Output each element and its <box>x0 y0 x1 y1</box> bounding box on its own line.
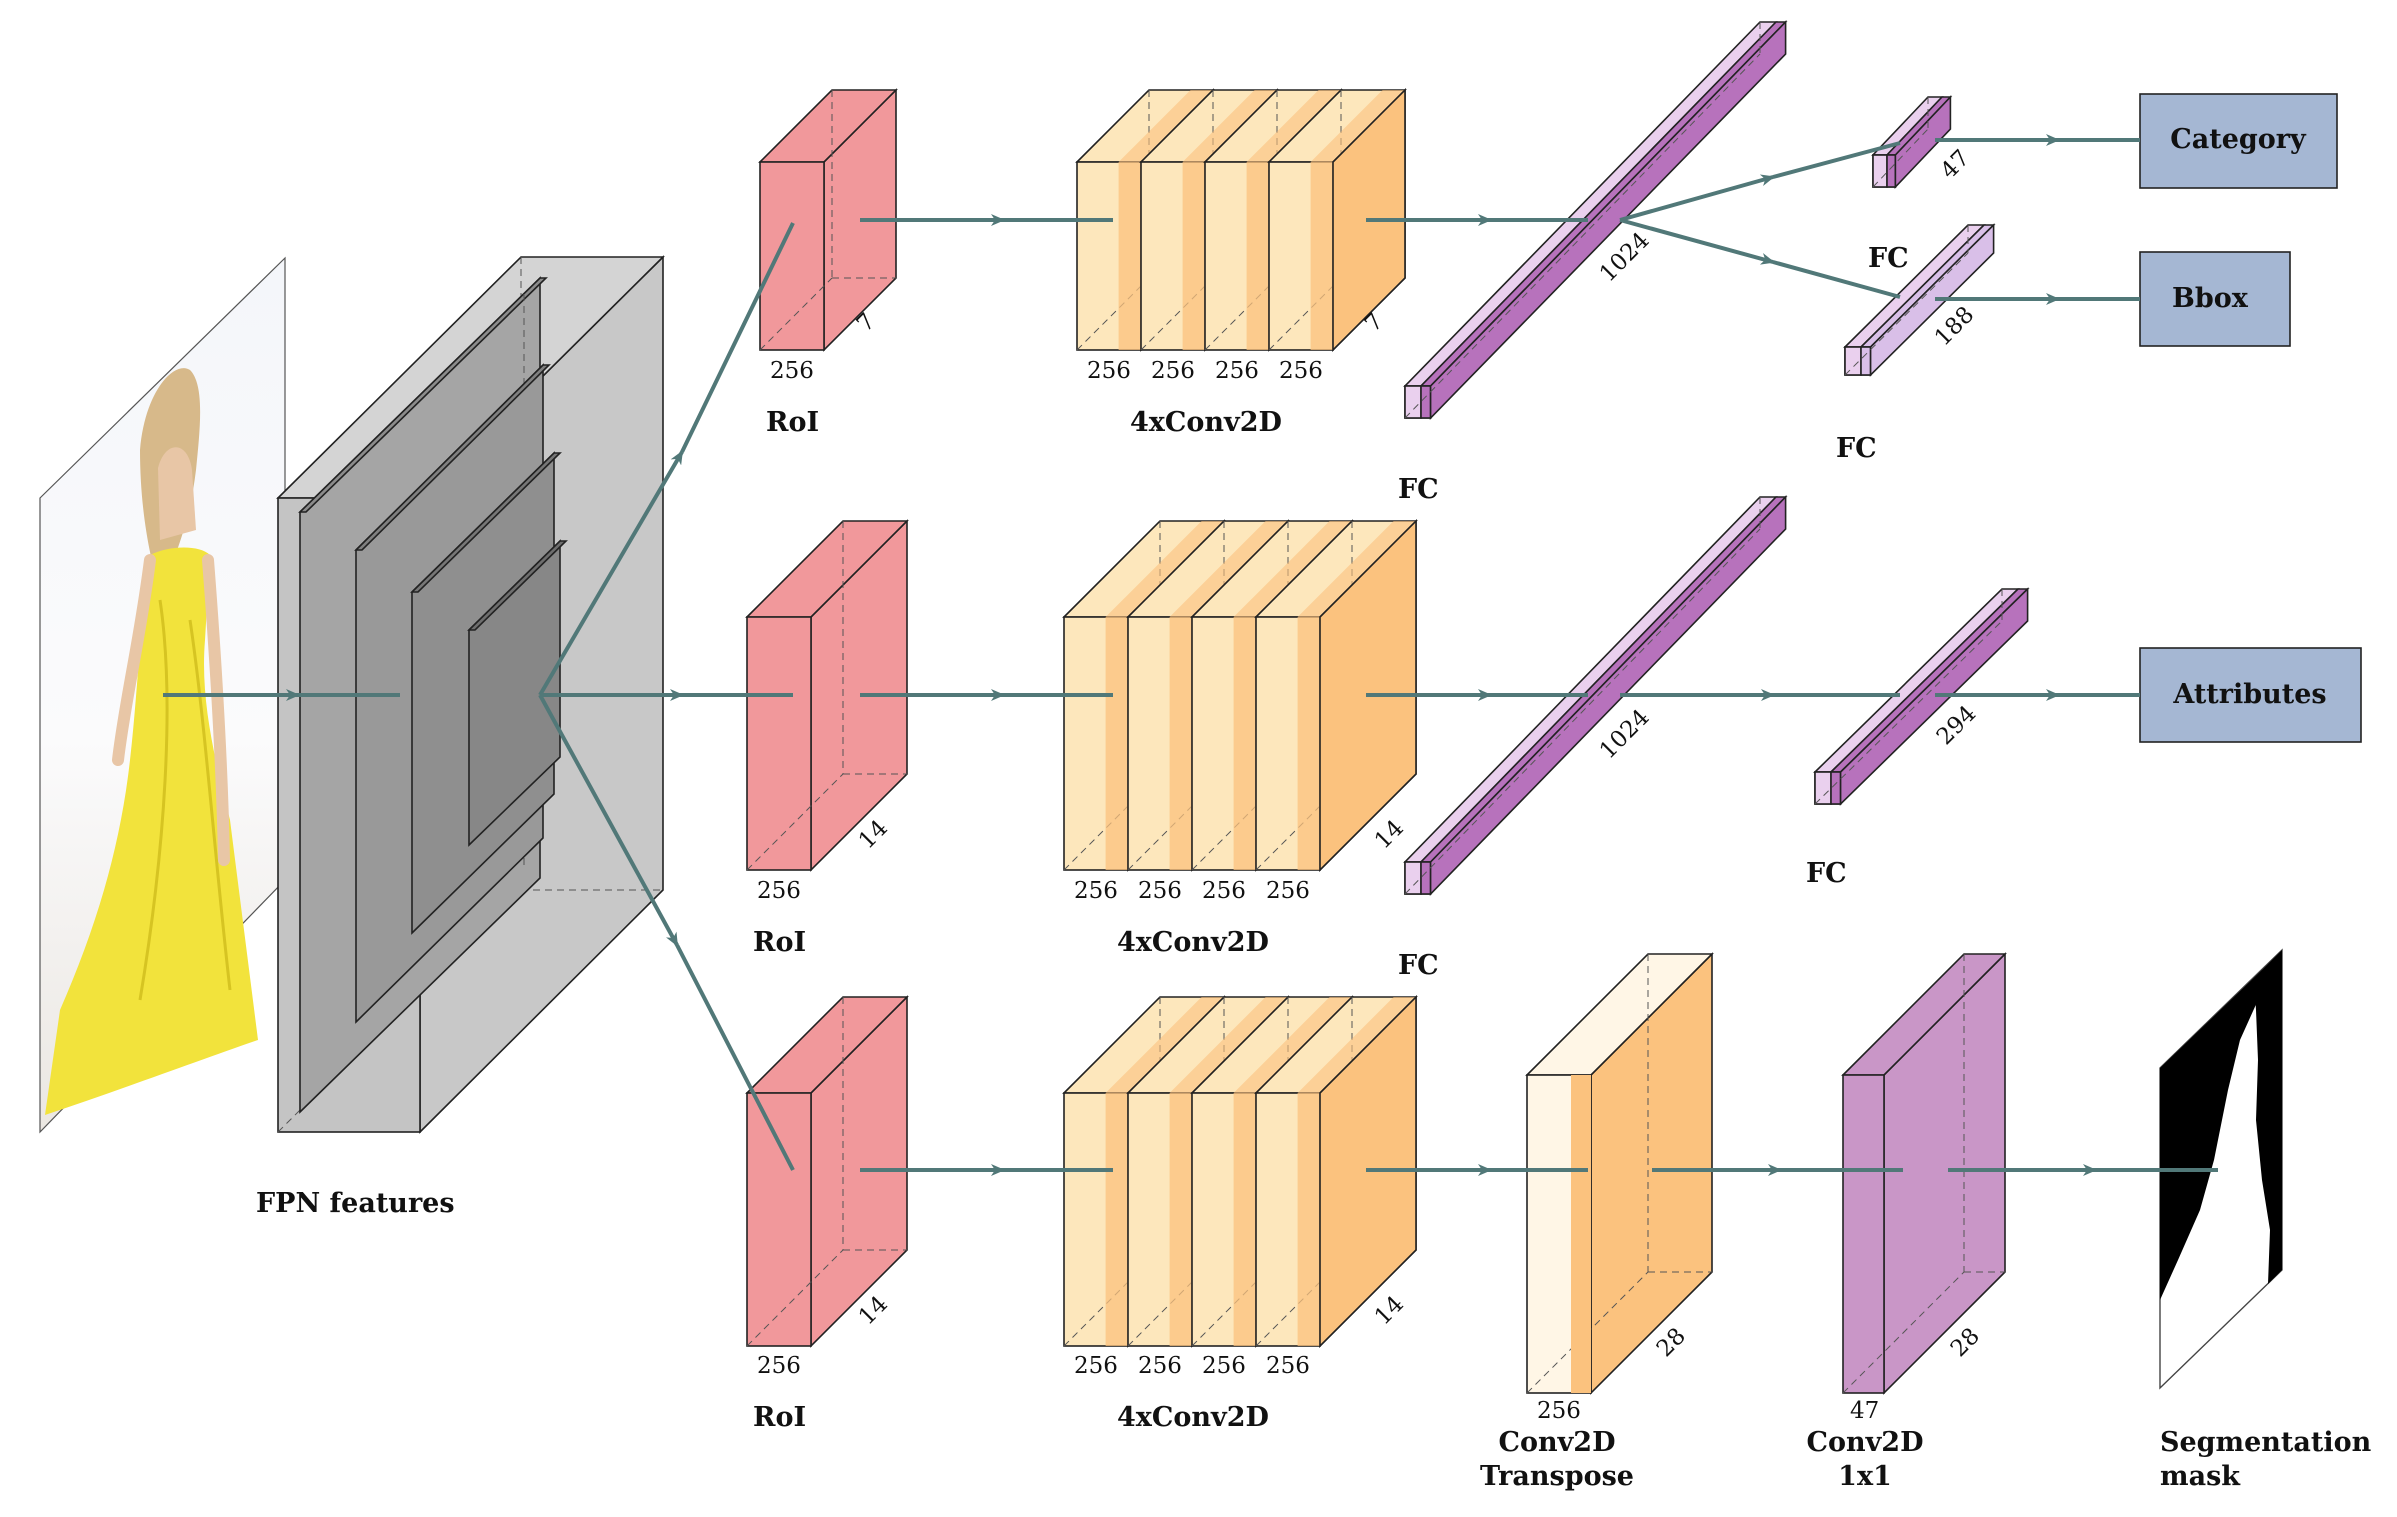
conv-block-2-slice-top-shade-3 <box>1233 521 1352 617</box>
conv-transpose-label-2: Transpose <box>1480 1461 1634 1492</box>
conv-block-1-slice-top-shade-3 <box>1246 90 1341 162</box>
ct-depth: 256 <box>1537 1398 1581 1424</box>
conv-transpose-shade <box>1571 1075 1591 1393</box>
conv-block-3-slice-top-shade-3 <box>1233 997 1352 1093</box>
conv-label-1: 4xConv2D <box>1130 407 1282 438</box>
roi-block-2 <box>745 519 909 872</box>
fc-bar-2 <box>1403 495 1788 896</box>
fc-label-1c: FC <box>1836 433 1877 464</box>
attributes-box: Attributes <box>2139 647 2362 743</box>
conv-label-2: 4xConv2D <box>1117 927 1269 958</box>
ct-width: 28 <box>1652 1323 1691 1362</box>
conv-block-2-slice-shade-1 <box>1105 617 1128 870</box>
conv-block-2-slice-top-shade-2 <box>1169 521 1288 617</box>
conv-block-3-slice-top-shade-4 <box>1297 997 1416 1093</box>
fc-label-1a: FC <box>1398 474 1439 505</box>
conv3-d4: 256 <box>1266 1353 1310 1379</box>
conv1-d1: 256 <box>1087 358 1131 384</box>
conv-block-3-slice-top-shade-2 <box>1169 997 1288 1093</box>
conv3-d2: 256 <box>1138 1353 1182 1379</box>
roi-label-1: RoI <box>766 407 819 438</box>
conv2-width: 14 <box>1370 815 1409 854</box>
fc-label-2b: FC <box>1806 858 1847 889</box>
conv-block-3-slice-shade-3 <box>1233 1093 1256 1346</box>
input-image <box>39 256 286 1134</box>
segmentation-mask <box>2159 948 2283 1390</box>
fc-bar-2b <box>1813 587 2030 806</box>
roi3-depth: 256 <box>757 1353 801 1379</box>
conv-block-1-slice-shade-4 <box>1310 162 1333 350</box>
conv-block-1-slice-top-shade-4 <box>1310 90 1405 162</box>
conv-block-3-slice-shade-2 <box>1169 1093 1192 1346</box>
conv1-d2: 256 <box>1151 358 1195 384</box>
conv-block-1-slice-shade-1 <box>1118 162 1141 350</box>
conv2-d4: 256 <box>1266 878 1310 904</box>
roi-block-3 <box>745 995 909 1348</box>
conv1-d3: 256 <box>1215 358 1259 384</box>
fc-bar-1c <box>1843 223 1996 377</box>
conv2-d1: 256 <box>1074 878 1118 904</box>
roi2-depth: 256 <box>757 878 801 904</box>
roi-block-1 <box>758 88 898 352</box>
conv-block-1-slice-shade-2 <box>1182 162 1205 350</box>
conv2-d3: 256 <box>1202 878 1246 904</box>
conv-block-2-slice-top-shade-4 <box>1297 521 1416 617</box>
category-label: Category <box>2170 124 2307 155</box>
conv1-d4: 256 <box>1279 358 1323 384</box>
seg-label-1: Segmentation <box>2160 1427 2372 1458</box>
c11-depth: 47 <box>1850 1398 1879 1424</box>
conv3-d1: 256 <box>1074 1353 1118 1379</box>
roi-label-2: RoI <box>753 927 806 958</box>
conv-block-3-slice-top-shade-1 <box>1105 997 1224 1093</box>
conv-block-1-slice-shade-3 <box>1246 162 1269 350</box>
roi-label-3: RoI <box>753 1402 806 1433</box>
layer-labels: RoI 4xConv2D FC FC FC RoI 4xConv2D FC FC… <box>753 243 2372 1492</box>
photo-icon <box>45 368 258 1115</box>
conv-transpose-label-1: Conv2D <box>1498 1427 1615 1458</box>
connections <box>163 134 2218 1176</box>
fc-bar-1b <box>1871 94 1953 190</box>
conv3-d3: 256 <box>1202 1353 1246 1379</box>
conv1x1-label-1: Conv2D <box>1806 1427 1923 1458</box>
conv2-d2: 256 <box>1138 878 1182 904</box>
conv-block-1-slice-top-shade-2 <box>1182 90 1277 162</box>
fc-label-1b: FC <box>1868 243 1909 274</box>
fc1b-dim: 47 <box>1936 145 1975 184</box>
category-box: Category <box>2139 93 2338 189</box>
conv-block-2-slice-shade-4 <box>1297 617 1320 870</box>
seg-label-2: mask <box>2160 1461 2241 1492</box>
fc-bar-1 <box>1403 20 1788 420</box>
c11-width: 28 <box>1946 1323 1985 1362</box>
conv1x1-label-2: 1x1 <box>1838 1461 1892 1492</box>
conv-transpose-block <box>1525 952 1714 1395</box>
conv-block-3-slice-shade-4 <box>1297 1093 1320 1346</box>
fc-label-2a: FC <box>1398 950 1439 981</box>
conv-block-2-slice-top-shade-1 <box>1105 521 1224 617</box>
conv3-width: 14 <box>1370 1291 1409 1330</box>
conv-label-3: 4xConv2D <box>1117 1402 1269 1433</box>
mask-icon <box>2160 950 2282 1300</box>
conv1x1-block <box>1841 952 2007 1395</box>
bbox-box: Bbox <box>2139 251 2291 347</box>
conv-block-3-slice-shade-1 <box>1105 1093 1128 1346</box>
conv-block-2-slice-shade-2 <box>1169 617 1192 870</box>
fpn-label: FPN features <box>256 1188 455 1219</box>
attributes-label: Attributes <box>2172 679 2326 710</box>
conv-block-1-slice-top-shade-1 <box>1118 90 1213 162</box>
conv-block-2-slice-shade-3 <box>1233 617 1256 870</box>
roi1-depth: 256 <box>770 358 814 384</box>
bbox-label: Bbox <box>2172 283 2249 314</box>
